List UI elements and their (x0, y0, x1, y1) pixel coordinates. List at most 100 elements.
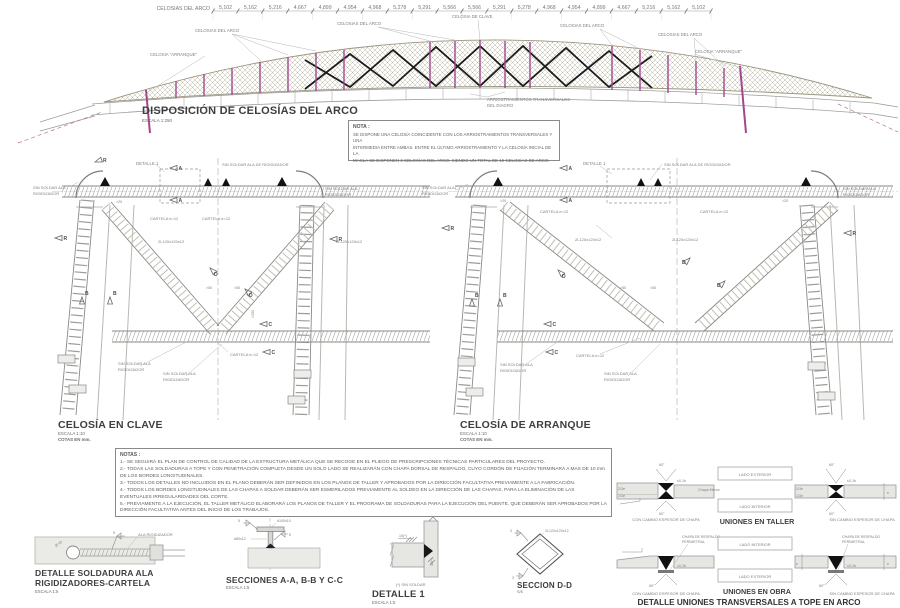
label-lado-exterior: LADO EXTERIOR (739, 574, 772, 579)
dim-value: 5,566 (443, 5, 456, 11)
label-ala-rigidizador: ALA RIGIDIZADOR (138, 532, 173, 537)
weld-size: 5 (289, 533, 291, 537)
label-cartela: CARTELA e=12 (576, 353, 605, 358)
scale-detalle-1: ESCALA 1:5 (372, 600, 396, 605)
label-arriostramientos: DEL DIAGRO (487, 103, 514, 108)
label-cartela: CARTELA e=12 (540, 209, 569, 214)
label-angular: 2L120x120x12 (672, 237, 699, 242)
title-uniones-taller: UNIONES EN TALLER (720, 517, 795, 526)
label-angular: 2L120x120x12 (575, 237, 602, 242)
label-cartela: CARTELA e=12 (150, 216, 179, 221)
footnote-sin-soldar: (*) SIN SOLDAR (396, 582, 426, 587)
caption-sin-cambio: SIN CAMBIO ESPESOR DE CHAPA (829, 517, 895, 522)
angle-60: 60° (649, 584, 655, 588)
nota-heading: NOTA : (353, 124, 370, 130)
uniones-taller: 60° 60° 2/3e 1/3e ≤0,1b Chapa Menor 60° … (616, 463, 897, 526)
label-cartela: CARTELA e=12 (700, 209, 729, 214)
title-uniones-obra: UNIONES EN OBRA (723, 587, 791, 596)
detail-celosia-clave: DETALLE 1 SIN SOLDAR ALA DE RIGIDIZADOR … (33, 156, 438, 421)
leader-lines (147, 19, 743, 98)
angle-60: 60° (829, 512, 835, 516)
notas-item: 1.- SE SEGUIRÁ EL PLAN DE CONTROL DE CAL… (120, 460, 545, 465)
detail-detalle-1: 10(*) 10(*) (*) SIN SOLDAR (390, 511, 439, 587)
detalle1-box (606, 168, 671, 204)
label-sin-soldar: RIGIDIZADOR (604, 377, 630, 382)
mark-c: C (555, 350, 559, 356)
dim-value: 5,291 (418, 5, 431, 11)
label-celosia-clave: CELOSIA DE CLAVE (452, 14, 493, 19)
dim-value: 5,566 (468, 5, 481, 11)
title-celosia-clave: CELOSÍA EN CLAVE (58, 419, 163, 431)
label-sin-soldar: SIN SOLDAR ALA (843, 186, 876, 191)
title-detalle-uniones: DETALLE UNIONES TRANSVERSALES A TOPE EN … (637, 598, 861, 607)
notas-item: 4.- TODOS LOS BORDES LONGITUDINALES DE L… (120, 488, 575, 500)
dim-value: 5,102 (692, 5, 705, 11)
title-seccion-dd: SECCION D-D (517, 581, 573, 590)
label-lado-exterior: LADO EXTERIOR (739, 472, 772, 477)
detail-uniones: 60° 60° 2/3e 1/3e ≤0,1b Chapa Menor 60° … (616, 463, 897, 607)
scale-soldadura: ESCALA 1:5 (35, 589, 59, 594)
label-sin-soldar: RIGIDIZADOR (843, 192, 869, 197)
label-dim50: >50 (234, 286, 240, 290)
dim-limit: ≤0,1b (677, 479, 686, 483)
title-celosia-arranque: CELOSÍA DE ARRANQUE (460, 419, 591, 431)
mark-r: R (853, 231, 857, 237)
uniones-obra: 60° ≤0,1b CHAPA DE RESPALDO PERIMETRAL 6… (616, 535, 897, 596)
arch-lens (103, 39, 873, 103)
mark-c: C (553, 322, 557, 328)
label-detalle1: DETALLE 1 (583, 161, 606, 166)
node-caps (75, 170, 324, 208)
weld-size: 3 (512, 576, 514, 580)
dim-e: e (887, 562, 889, 566)
label-detalle1: DETALLE 1 (136, 161, 159, 166)
dim-value: 4,954 (568, 5, 581, 11)
nota-box: NOTA : SE DISPONE UNA CELOSÍA COINCIDENT… (348, 120, 560, 163)
diagonal-members (499, 201, 839, 332)
mark-b: B (475, 293, 479, 299)
dim-value: 5,102 (219, 5, 232, 11)
notas-item: 3.- TODOS LOS DETALLES NO INCLUIDOS EN E… (120, 480, 576, 486)
label-dim50: >50 (206, 286, 212, 290)
caption-con-cambio: CON CAMBIO ESPESOR DE CHAPA (632, 517, 700, 522)
mark-a: A (569, 198, 573, 204)
dim-value: 5,278 (393, 5, 406, 11)
dim-value: 5,162 (667, 5, 680, 11)
scale-seccion-dd: S/E (517, 590, 524, 594)
mark-d: D (717, 283, 721, 289)
dim-value: 5,291 (493, 5, 506, 11)
scale-secciones: ESCALA 1:5 (226, 585, 250, 590)
dimension-row (211, 8, 713, 20)
label-cartela: CARTELA e=12 (230, 352, 259, 357)
weld-marks (493, 177, 811, 186)
weld-size: 3 (510, 529, 512, 533)
detail-secciones: 5 5 #100x10 #80x12 (234, 518, 321, 572)
label-lado-interior: LADO INTERIOR (739, 504, 770, 509)
angle-60: 60° (819, 584, 825, 588)
dim-value: 4,899 (319, 5, 332, 11)
celosia-ticks (145, 40, 747, 134)
units-clave: COTAS EN mm. (58, 437, 91, 442)
weld-marks (100, 177, 287, 186)
dim-limit: ≤0,1b (847, 564, 856, 568)
caption-con-cambio: CON CAMBIO ESPESOR DE CHAPA (632, 591, 700, 596)
label-sin-soldar: RIGIDIZADOR (163, 377, 189, 382)
title-secciones: SECCIONES A-A, B-B Y C-C (226, 575, 344, 585)
label-sin-soldar: RIGIDIZADOR (33, 191, 59, 196)
dim-23e: 2/3e (796, 487, 803, 491)
title-disposicion: DISPOSICIÓN DE CELOSÍAS DEL ARCO (142, 105, 359, 117)
label-dim20: >20 (782, 199, 788, 203)
mark-d: D (682, 260, 686, 266)
dim-value: 5,162 (244, 5, 257, 11)
node-caps (469, 170, 839, 208)
mark-d: D (214, 272, 218, 278)
angle-60: 60° (659, 463, 665, 467)
mark-b: B (85, 291, 89, 297)
mark-b: B (503, 293, 507, 299)
notas-item: 2.- TODAS LAS SOLDADURAS A TOPE Y CON PE… (120, 467, 605, 479)
dim-e: e (887, 491, 889, 495)
label-angular: 2L120x120x12 (336, 239, 363, 244)
nota-line: SE DISPONE UNA CELOSÍA COINCIDENTE CON L… (353, 132, 553, 144)
arch-elevation: 5,102 5,162 5,216 4,667 4,899 4,954 4,96… (17, 5, 899, 144)
title-soldadura-1: DETALLE SOLDADURA ALA (35, 568, 154, 578)
scale-clave: ESCALA 1:10 (58, 431, 85, 436)
